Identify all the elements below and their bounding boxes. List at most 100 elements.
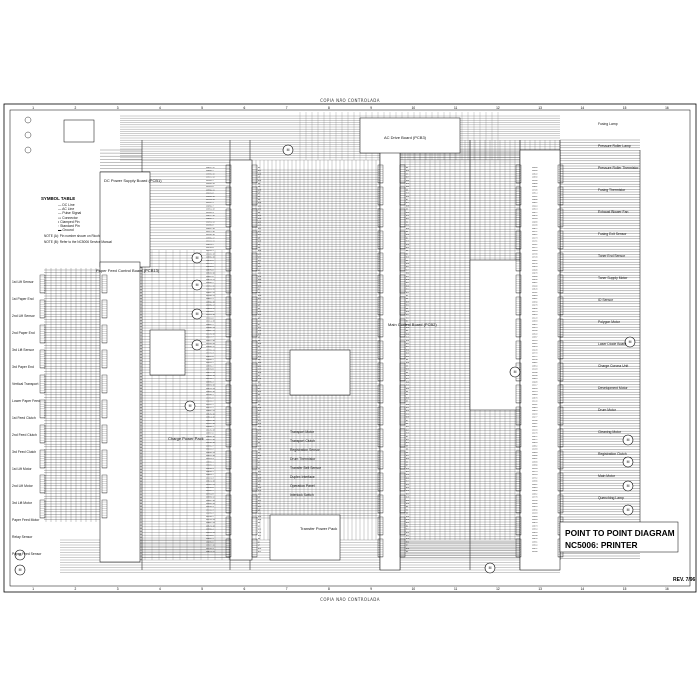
motor-glyph: M xyxy=(19,553,22,557)
column-marker-top: 7 xyxy=(286,106,288,110)
pin-label: CN314 xyxy=(532,193,537,195)
sensor-relay-box xyxy=(289,349,351,396)
connector xyxy=(557,340,564,360)
pin-label: B23 xyxy=(406,410,409,412)
column-marker-bottom: 15 xyxy=(623,587,627,591)
connector xyxy=(377,450,384,470)
pin-label: B3 xyxy=(406,330,408,332)
connector xyxy=(515,274,522,294)
pin-label: CN506-15 xyxy=(206,257,215,259)
pin-label: CN496-2 xyxy=(206,282,214,284)
pin-label: CN173 xyxy=(532,237,537,239)
connector xyxy=(251,384,258,404)
pin-label: A11 xyxy=(258,492,261,495)
connector xyxy=(515,252,522,272)
pin-label: A19 xyxy=(258,342,261,345)
pin-label: A14 xyxy=(258,204,261,207)
pin-label: B3 xyxy=(406,173,408,175)
pin-label: A16 xyxy=(258,348,261,351)
pin-label: CN407 xyxy=(532,484,537,486)
pin-label: B22 xyxy=(406,426,409,428)
pin-label: CN657 xyxy=(532,337,537,339)
diagram-subtitle: NC5006: PRINTER xyxy=(565,540,638,550)
motor-symbol xyxy=(484,562,496,574)
pin-label: A4 xyxy=(258,502,260,505)
connector xyxy=(399,494,406,514)
pin-label: B19 xyxy=(406,196,409,198)
pin-label: B8 xyxy=(406,209,408,211)
pin-label: CN420-5 xyxy=(206,247,214,249)
dc-power-board xyxy=(99,171,151,268)
connector xyxy=(251,428,258,448)
pin-label: A15 xyxy=(258,275,261,278)
pin-label: B5 xyxy=(406,391,408,393)
pin-label: B12 xyxy=(406,346,409,348)
pin-label: CN469 xyxy=(532,170,537,172)
pin-label: CN615 xyxy=(532,442,537,444)
pin-label: CN713 xyxy=(532,391,537,393)
pin-label: CN687 xyxy=(532,282,537,284)
top-uncontrolled-copy-stamp: COPIA NÃO CONTROLADA xyxy=(320,98,380,103)
pin-label: CN548-19 xyxy=(206,273,215,275)
pin-label: CN393 xyxy=(532,394,537,396)
pin-label: CN970 xyxy=(532,273,537,275)
pin-label: B8 xyxy=(406,452,408,454)
pin-label: A12 xyxy=(258,265,261,268)
pin-label: CN316-15 xyxy=(206,455,215,457)
pin-label: CN768-3 xyxy=(206,212,214,214)
pin-label: B1 xyxy=(406,253,408,255)
pin-label: CN534 xyxy=(532,365,537,367)
connector xyxy=(557,494,564,514)
pin-label: A3 xyxy=(258,544,260,547)
board-charge: Charge Power Pack xyxy=(168,436,204,441)
connector xyxy=(515,230,522,250)
pin-label: A26 xyxy=(258,214,261,217)
pin-label: CN745 xyxy=(532,257,537,259)
pin-label: A6 xyxy=(258,262,260,265)
pin-label: A9 xyxy=(258,496,260,499)
pin-label: A20 xyxy=(258,454,261,457)
pin-label: CN536 xyxy=(532,308,537,310)
pin-label: A27 xyxy=(258,326,261,329)
pin-label: CN795 xyxy=(532,189,537,191)
motor-symbol xyxy=(622,504,634,516)
connector xyxy=(557,472,564,492)
connector xyxy=(251,494,258,514)
connector xyxy=(399,164,406,184)
component-label: Transfer Belt Sensor xyxy=(290,466,321,470)
pin-label: A6 xyxy=(258,304,260,307)
pin-label: CN457 xyxy=(532,423,537,425)
pin-label: B14 xyxy=(406,407,409,409)
pin-label: CN449-5 xyxy=(206,487,214,489)
title-block-frame xyxy=(559,521,679,553)
pin-label: B25 xyxy=(406,548,409,550)
connector xyxy=(399,318,406,338)
pin-label: B22 xyxy=(406,529,409,531)
pin-label: CN455-17 xyxy=(206,305,215,307)
motor-symbol xyxy=(191,252,203,264)
component-label: Toner End Sensor xyxy=(598,254,626,258)
pin-label: CN872 xyxy=(532,212,537,214)
pin-label: B5 xyxy=(406,308,408,310)
motor-glyph: M xyxy=(627,460,630,464)
column-marker-bottom: 16 xyxy=(665,587,669,591)
motor-glyph: M xyxy=(196,343,199,347)
motor-symbol xyxy=(622,456,634,468)
pin-label: B6 xyxy=(406,513,408,515)
pin-label: CN846 xyxy=(532,279,537,281)
pin-label: CN325-9 xyxy=(206,311,214,313)
pin-label: CN126 xyxy=(532,263,537,265)
pin-label: B27 xyxy=(406,439,409,441)
pin-label: CN488 xyxy=(532,413,537,415)
pin-label: CN564 xyxy=(532,407,537,409)
pin-label: CN194-9 xyxy=(206,317,214,319)
pin-label: A7 xyxy=(258,323,260,326)
pin-label: A8 xyxy=(258,412,260,415)
component-label: 3rd Lift Sensor xyxy=(12,348,35,352)
pin-label: A27 xyxy=(258,169,261,172)
connector xyxy=(251,362,258,382)
pin-label: A21 xyxy=(258,499,261,502)
pin-label: CN954 xyxy=(532,487,537,489)
pin-label: B18 xyxy=(406,340,409,342)
pin-label: B17 xyxy=(406,266,409,268)
